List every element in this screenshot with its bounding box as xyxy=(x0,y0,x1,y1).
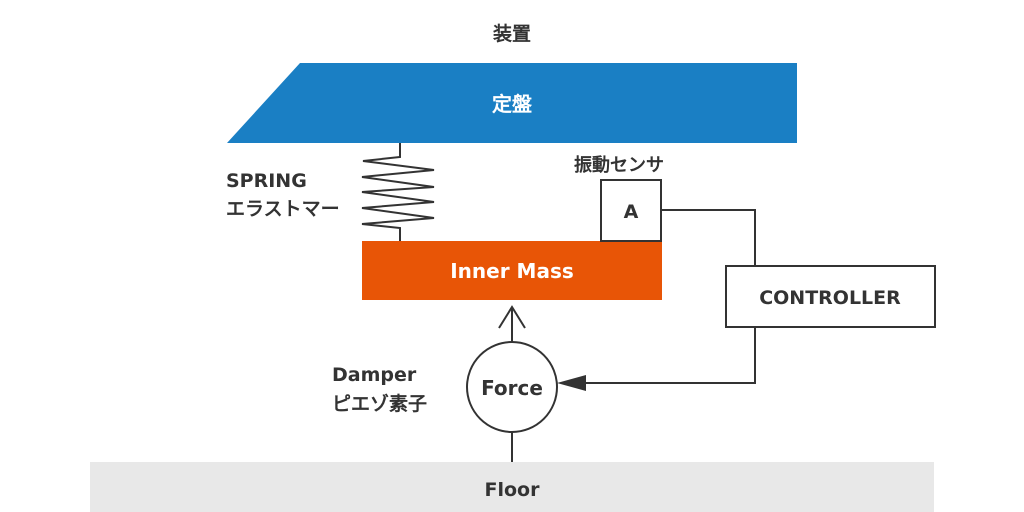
spring-label: SPRING xyxy=(226,170,307,192)
controller-label: CONTROLLER xyxy=(759,287,901,309)
piezo-label: ピエゾ素子 xyxy=(332,392,427,415)
sensor-caption: 振動センサ xyxy=(574,154,664,176)
sensor-box xyxy=(600,179,662,242)
controller-box xyxy=(725,265,936,328)
up-arrow-icon xyxy=(498,305,526,329)
damper-label: Damper xyxy=(332,364,417,386)
diagram-title: 装置 xyxy=(492,22,531,45)
arrowhead-icon xyxy=(557,375,586,391)
controller-to-force-line xyxy=(584,327,756,384)
floor-label: Floor xyxy=(485,479,541,501)
table-block xyxy=(227,63,797,143)
spring-icon xyxy=(361,143,435,241)
inner-mass-block xyxy=(362,241,662,300)
table-label: 定盤 xyxy=(492,92,533,116)
force-label: Force xyxy=(481,376,543,400)
sensor-label: A xyxy=(624,201,639,223)
floor-block xyxy=(90,462,934,512)
sensor-to-controller-line xyxy=(661,209,756,266)
inner-mass-label: Inner Mass xyxy=(450,259,574,283)
elastomer-label: エラストマー xyxy=(226,198,340,220)
